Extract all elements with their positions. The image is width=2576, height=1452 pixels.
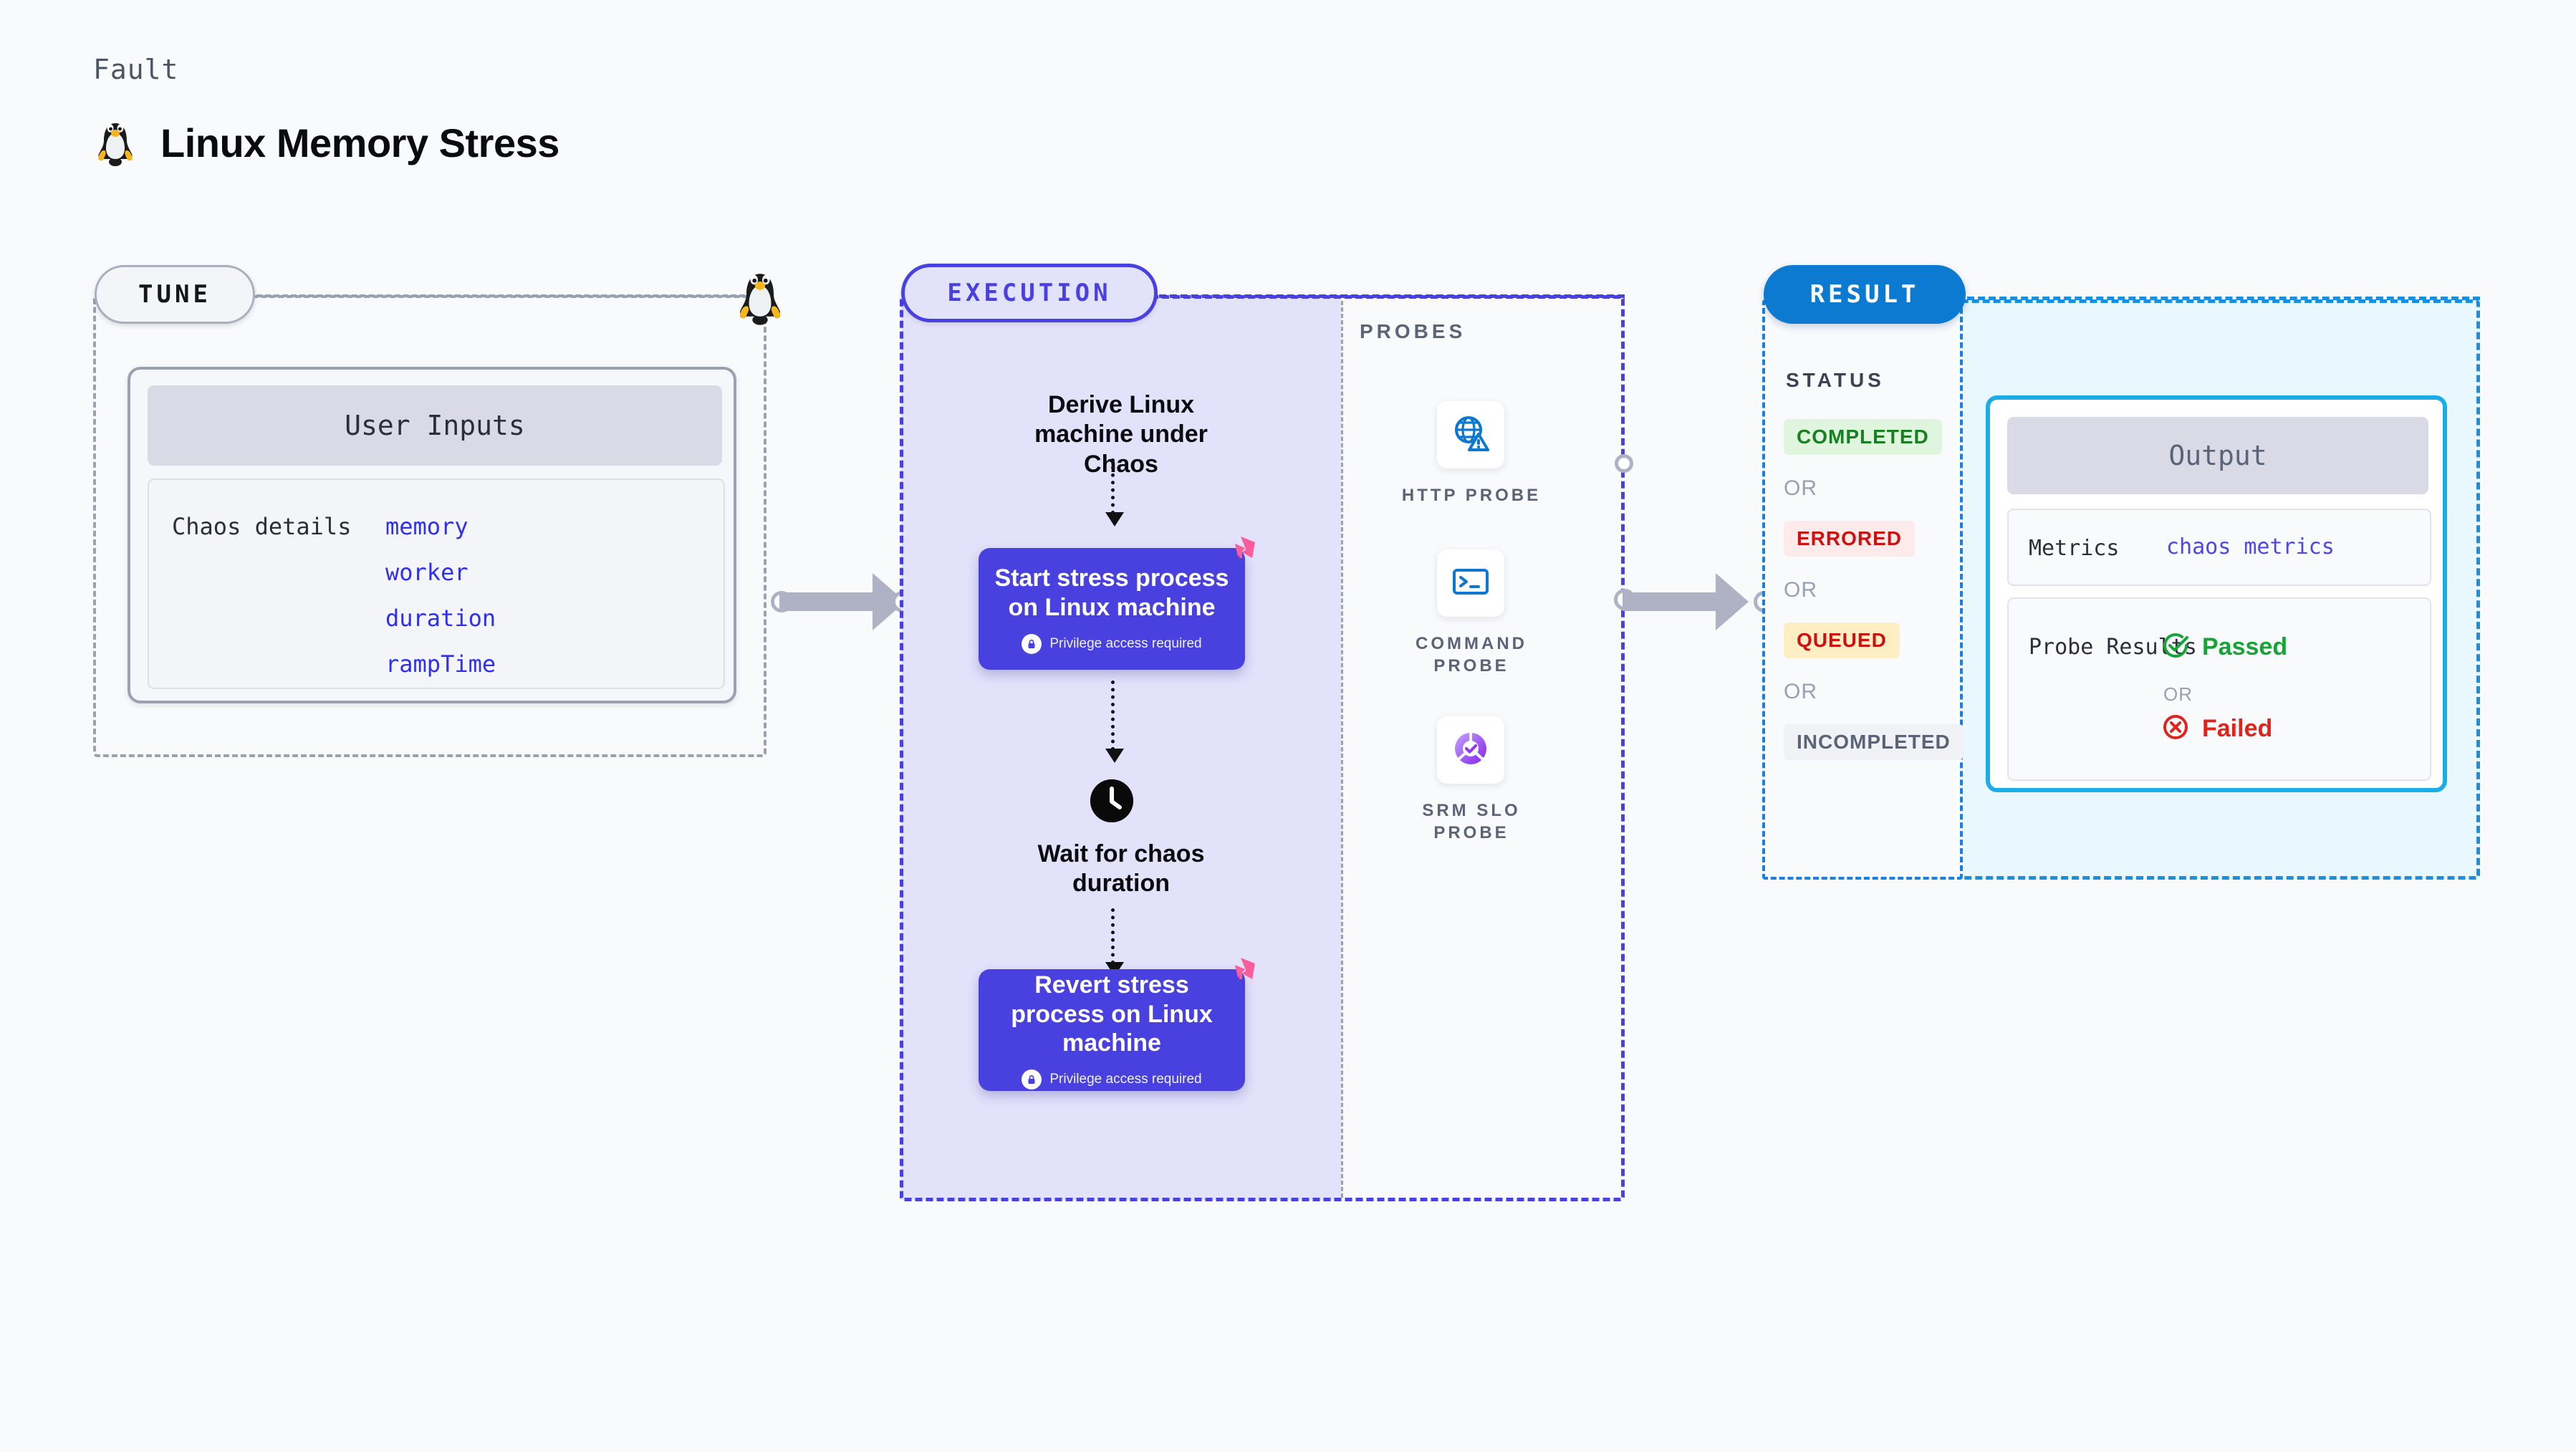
page-kicker: Fault — [93, 54, 179, 85]
chaos-pinwheel-icon — [1221, 529, 1261, 569]
slo-donut-check-icon — [1450, 728, 1491, 773]
param-worker[interactable]: worker — [385, 559, 468, 586]
step-wait-duration-label: Wait for chaos duration — [1037, 840, 1205, 898]
step-revert-stress-title: Revert stress process on Linux machine — [1011, 971, 1213, 1057]
probe-result-failed-label: Failed — [2202, 715, 2273, 742]
probe-caption-srm-slo: SRM SLO PROBE — [1422, 801, 1521, 843]
step-revert-stress-card[interactable]: Revert stress process on Linux machine P… — [979, 958, 1255, 1091]
user-inputs-card: User Inputs Chaos details memory worker … — [128, 367, 736, 703]
metrics-row: Metrics chaos metrics — [2007, 509, 2431, 586]
terminal-icon — [1450, 561, 1491, 606]
step-derive-machine-label: Derive Linux machine under Chaos — [1034, 391, 1208, 478]
user-inputs-header: User Inputs — [148, 385, 722, 466]
result-status-column — [1762, 299, 1963, 880]
probe-caption-command: COMMAND PROBE — [1416, 634, 1527, 676]
result-connector-line — [1967, 297, 2480, 300]
privilege-note-text: Privilege access required — [1049, 1072, 1202, 1087]
flow-connector-3 — [1105, 908, 1124, 976]
probes-divider — [1341, 301, 1343, 1198]
chaos-details-label: Chaos details — [172, 513, 352, 540]
status-or-3: OR — [1784, 680, 1817, 703]
param-ramptime[interactable]: rampTime — [385, 650, 496, 678]
step-start-stress-card[interactable]: Start stress process on Linux machine Pr… — [979, 537, 1255, 670]
probe-tile-http[interactable] — [1437, 401, 1504, 468]
lock-icon — [1022, 633, 1042, 654]
result-section-pill[interactable]: RESULT — [1764, 265, 1966, 324]
param-duration[interactable]: duration — [385, 605, 496, 632]
tune-section-pill[interactable]: TUNE — [95, 265, 255, 324]
check-circle-icon — [2161, 630, 2191, 664]
execution-exit-port-top — [1615, 454, 1633, 473]
page-title-row: Linux Memory Stress — [93, 115, 559, 171]
output-header: Output — [2007, 417, 2428, 494]
status-badge-incompleted: INCOMPLETED — [1784, 724, 1964, 760]
probe-result-passed-label: Passed — [2202, 633, 2288, 660]
clock-icon — [1090, 779, 1133, 822]
param-memory[interactable]: memory — [385, 513, 468, 540]
tune-connector-line — [256, 294, 754, 297]
probe-result-passed: Passed — [2161, 630, 2287, 664]
execution-section-pill[interactable]: EXECUTION — [901, 264, 1158, 322]
probe-tile-srm-slo[interactable] — [1437, 716, 1504, 784]
privilege-note: Privilege access required — [1022, 1069, 1202, 1090]
probe-caption-http: HTTP PROBE — [1401, 486, 1542, 505]
status-or-2: OR — [1784, 578, 1817, 602]
metrics-value[interactable]: chaos metrics — [2166, 534, 2335, 559]
status-or-1: OR — [1784, 476, 1817, 500]
status-badge-completed: COMPLETED — [1784, 419, 1942, 455]
status-badge-queued: QUEUED — [1784, 622, 1900, 658]
user-inputs-body: Chaos details memory worker duration ram… — [148, 479, 725, 689]
probe-result-failed: Failed — [2161, 712, 2272, 746]
probe-tile-command[interactable] — [1437, 549, 1504, 617]
flow-connector-2 — [1105, 681, 1124, 763]
probe-result-or: OR — [2163, 683, 2193, 705]
output-card: Output Metrics chaos metrics Probe Resul… — [1986, 395, 2447, 792]
metrics-key: Metrics — [2029, 536, 2120, 561]
execution-connector-line — [1159, 294, 1625, 298]
step-start-stress-title: Start stress process on Linux machine — [994, 564, 1229, 621]
privilege-note-text: Privilege access required — [1049, 635, 1202, 651]
lock-icon — [1022, 1069, 1042, 1090]
linux-penguin-icon — [732, 264, 788, 327]
status-badge-errored: ERRORED — [1784, 521, 1916, 557]
globe-warning-icon — [1450, 413, 1491, 458]
arrow-tune-to-execution — [779, 573, 905, 630]
probe-results-row: Probe Results Passed OR Failed — [2007, 597, 2431, 781]
status-label: STATUS — [1786, 369, 1885, 391]
chaos-pinwheel-icon — [1221, 951, 1261, 991]
x-circle-icon — [2161, 712, 2191, 746]
privilege-note: Privilege access required — [1022, 633, 1202, 654]
arrow-execution-to-result — [1623, 573, 1749, 630]
page-title: Linux Memory Stress — [160, 120, 559, 165]
probes-section-label: PROBES — [1360, 320, 1466, 342]
linux-penguin-icon — [93, 115, 138, 171]
flow-connector-1 — [1105, 458, 1124, 527]
